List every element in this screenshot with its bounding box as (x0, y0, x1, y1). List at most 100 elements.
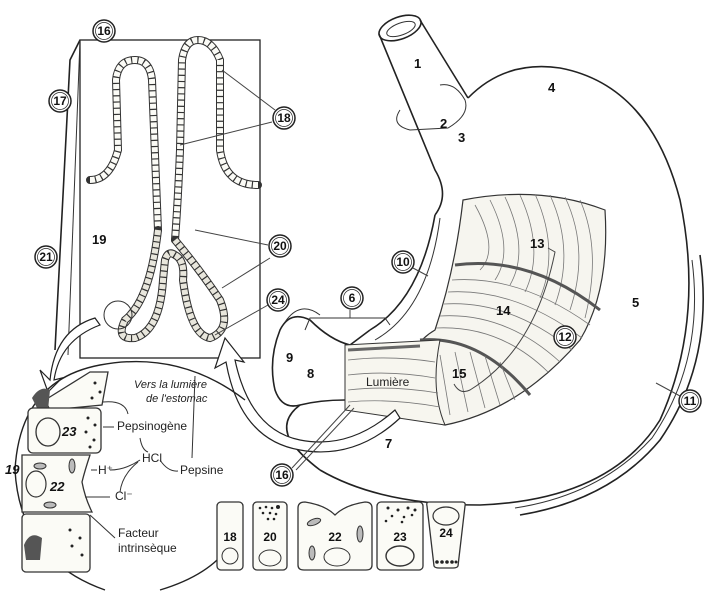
plain-labels: 1 2 3 4 5 7 8 9 13 14 15 Lumière (286, 56, 639, 451)
label-2: 2 (440, 116, 447, 131)
cell-type-23 (376, 501, 424, 571)
mitochondrion (43, 501, 57, 509)
leader-20a (194, 229, 269, 246)
circled-label-6: 6 (340, 286, 364, 310)
mitochondrion (33, 462, 47, 470)
chief-cell-nucleus (35, 417, 61, 447)
cell-type-22-label: 22 (328, 530, 342, 544)
oblique-muscle-fibres (439, 351, 516, 416)
label-9: 9 (286, 350, 293, 365)
mitochondrion (356, 525, 364, 543)
label-3: 3 (458, 130, 465, 145)
circled-label-17: 17 (48, 89, 72, 113)
mitochondrion (306, 517, 322, 527)
h-ion-label: H⁺ (98, 463, 113, 477)
intrinsic-factor-line1: Facteur (118, 526, 159, 540)
cell-22-nucleus (323, 547, 351, 567)
leader-18b (179, 121, 273, 146)
pyloric-sphincter (284, 308, 321, 323)
zoom-circle: 23 22 19 Vers la lumière de l'estomac Pe… (5, 360, 246, 591)
label-14: 14 (496, 303, 511, 318)
cell-type-24-label: 24 (439, 526, 453, 540)
lumen-label: Lumière (366, 375, 410, 389)
label-5: 5 (632, 295, 639, 310)
leader-18a (221, 69, 276, 111)
cell-23-nucleus (385, 545, 415, 567)
cell-nucleus-dark-bottom (24, 535, 42, 560)
circled-labels: 16 17 21 18 20 24 6 10 (34, 19, 702, 487)
lumen-fibres (347, 357, 441, 408)
label-15: 15 (452, 366, 466, 381)
cell-types-row: 18 20 22 23 24 (216, 501, 466, 571)
mucosa-layer-inner (67, 39, 81, 356)
gastric-pit-right-cells (172, 36, 259, 241)
hcl-label: HCl (142, 451, 162, 465)
circled-label-6-text: 6 (349, 291, 356, 305)
greater-curvature (319, 65, 690, 506)
cell-type-20-label: 20 (263, 530, 277, 544)
secretion-arrows (85, 375, 196, 539)
mitochondrion (308, 545, 316, 561)
parietal-cell-nucleus (25, 470, 47, 498)
circled-label-16-bottom: 16 (270, 404, 355, 487)
lumen-arrow (213, 336, 401, 453)
label-4: 4 (548, 80, 556, 95)
zymogen-granules (68, 381, 102, 557)
circled-label-16-top-text: 16 (97, 24, 111, 38)
label-19-panel: 19 (92, 232, 106, 247)
label-1: 1 (414, 56, 421, 71)
chief-cell-23 (27, 407, 102, 454)
gastric-gland-panel: 19 (54, 35, 276, 359)
circled-label-18: 18 (272, 106, 296, 130)
lesser-curvature-inner (374, 217, 441, 341)
circled-label-16-top: 16 (92, 19, 116, 43)
intrinsic-factor-line2: intrinsèque (118, 541, 177, 555)
pylorus (271, 315, 371, 407)
circled-label-21-text: 21 (39, 250, 53, 264)
label-22-zoom: 22 (49, 479, 65, 494)
leader-10 (412, 267, 429, 277)
toward-lumen-line1: Vers la lumière (134, 379, 207, 391)
leader-11 (655, 382, 681, 397)
circled-label-20-text: 20 (273, 239, 287, 253)
cell-20-nucleus (258, 549, 282, 567)
esophagus-opening (378, 14, 422, 42)
circled-label-12: 12 (553, 325, 577, 349)
leader-24 (214, 304, 269, 336)
muscle-separator-1 (454, 261, 601, 312)
leader-16-bottom (291, 404, 355, 471)
mucosa-layer-17 (54, 39, 81, 351)
circled-label-24-text: 24 (271, 293, 285, 307)
circled-label-11-text: 11 (684, 394, 697, 408)
cell-type-18-label: 18 (223, 530, 237, 544)
serosa-outer (519, 254, 704, 516)
circled-label-24: 24 (266, 288, 290, 312)
label-23-zoom: 23 (61, 424, 77, 439)
label-13: 13 (530, 236, 544, 251)
circled-label-10: 10 (391, 250, 429, 277)
serosa-inner (514, 259, 696, 509)
mitochondrion (68, 458, 76, 474)
circled-label-18-text: 18 (277, 111, 291, 125)
cardiac-sphincter (396, 84, 467, 131)
cell-type-18 (216, 501, 244, 571)
label-7: 7 (385, 436, 392, 451)
circled-label-10-text: 10 (396, 255, 410, 269)
cell-24-nucleus (432, 506, 460, 526)
toward-lumen-line2: de l'estomac (146, 393, 208, 405)
circled-label-12-text: 12 (558, 330, 572, 344)
circled-label-16-bottom-text: 16 (275, 468, 289, 482)
esophagus-right-wall (419, 19, 469, 99)
circled-label-17-text: 17 (53, 94, 67, 108)
muscle-separator-2 (419, 338, 532, 396)
pepsinogen-label: Pepsinogène (117, 419, 187, 433)
cl-ion-label: Cl⁻ (115, 489, 133, 503)
esophagus-left-wall (378, 33, 444, 216)
cell-nucleus-dark-top (32, 388, 50, 410)
esophagus-lumen (386, 20, 416, 38)
lumen-mucosa-band (347, 344, 421, 352)
circled-label-20: 20 (268, 234, 292, 258)
pepsin-label: Pepsine (180, 463, 224, 477)
label-8: 8 (307, 366, 314, 381)
